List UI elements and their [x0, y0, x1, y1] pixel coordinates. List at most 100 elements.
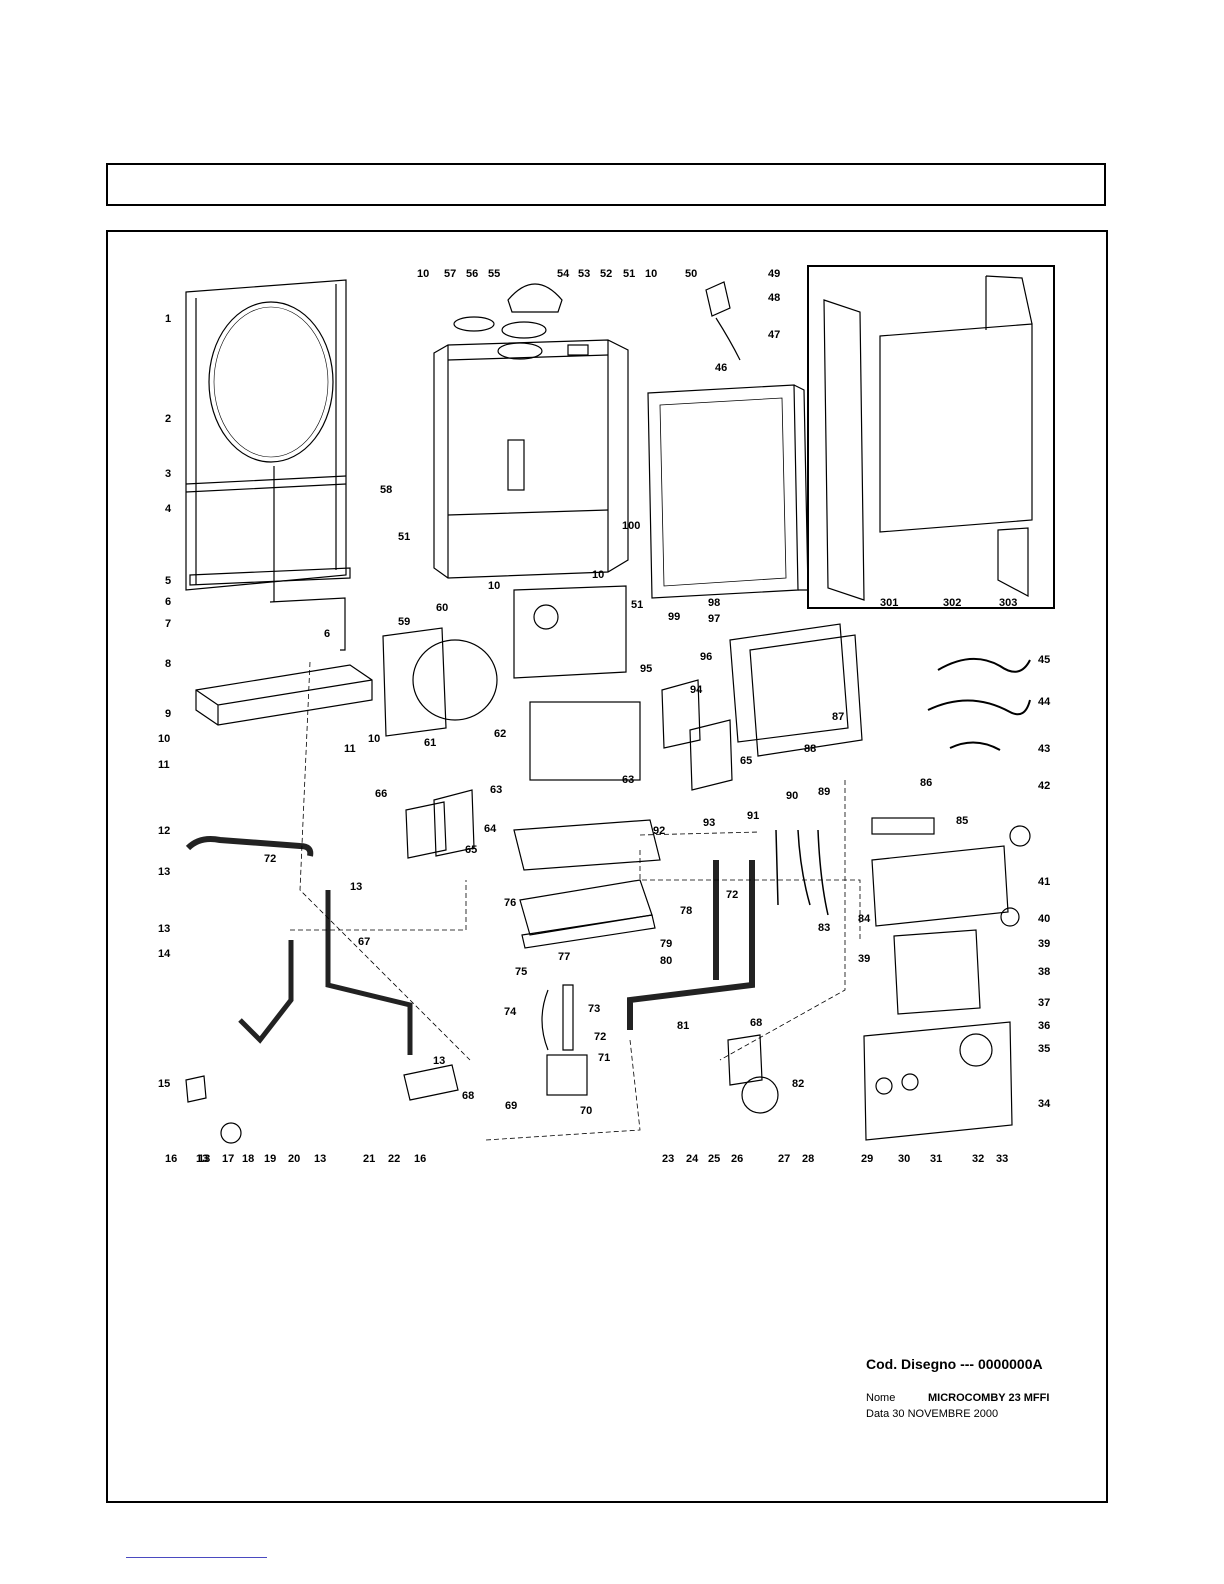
hood-plate	[529, 701, 641, 781]
callout: 95	[640, 663, 652, 675]
callout: 54	[557, 268, 570, 280]
callout: 69	[505, 1100, 517, 1112]
callout: 13	[314, 1153, 326, 1165]
callout: 78	[680, 905, 692, 917]
callout: 13	[158, 923, 170, 935]
date-row: Data 30 NOVEMBRE 2000	[866, 1408, 999, 1420]
callout: 10	[417, 268, 429, 280]
callout: 51	[623, 268, 635, 280]
callout: 94	[690, 684, 703, 696]
callout: 33	[996, 1153, 1008, 1165]
callout: 10	[368, 733, 380, 745]
callout: 17	[222, 1153, 234, 1165]
combustion-chamber	[433, 339, 629, 579]
callout: 63	[490, 784, 502, 796]
callout: 49	[768, 268, 780, 280]
diagram-frame	[106, 230, 1108, 1503]
callout: 82	[792, 1078, 804, 1090]
callout: 89	[818, 786, 830, 798]
callout: 63	[622, 774, 634, 786]
callout: 75	[515, 966, 527, 978]
callout: 87	[832, 711, 844, 723]
callout: 74	[504, 1006, 517, 1018]
gas-valve	[546, 1054, 588, 1096]
callout: 48	[768, 292, 780, 304]
callout: 10	[645, 268, 657, 280]
sealed-front-panel	[647, 384, 799, 599]
callout: 14	[158, 948, 171, 960]
callout: 23	[662, 1153, 674, 1165]
callout: 53	[578, 268, 590, 280]
control-panel	[863, 1021, 1013, 1141]
callout: 9	[165, 708, 171, 720]
callout: 24	[686, 1153, 699, 1165]
callout: 19	[264, 1153, 276, 1165]
callout: 40	[1038, 913, 1050, 925]
callout: 35	[1038, 1043, 1050, 1055]
callout: 27	[778, 1153, 790, 1165]
callout: 47	[768, 329, 780, 341]
callout: 303	[999, 597, 1017, 609]
callout: 16	[165, 1153, 177, 1165]
callout: 72	[594, 1031, 606, 1043]
callout: 72	[726, 889, 738, 901]
callout: 65	[465, 844, 477, 856]
callout: 81	[677, 1020, 689, 1032]
callout: 59	[398, 616, 410, 628]
callout: 11	[158, 759, 170, 771]
callout: 73	[588, 1003, 600, 1015]
callout: 11	[344, 743, 356, 755]
callout: 8	[165, 658, 171, 670]
callout: 83	[818, 922, 830, 934]
callout: 51	[398, 531, 410, 543]
callout: 99	[668, 611, 680, 623]
callout: 91	[747, 810, 759, 822]
header-box	[106, 163, 1106, 206]
drawing-code: Cod. Disegno --- 0000000A	[866, 1356, 1043, 1372]
callout: 64	[484, 823, 497, 835]
callout: 46	[715, 362, 727, 374]
callout: 302	[943, 597, 961, 609]
callout: 10	[592, 569, 604, 581]
callout: 30	[898, 1153, 910, 1165]
callout: 13	[158, 866, 170, 878]
callout: 68	[750, 1017, 762, 1029]
callout: 10	[488, 580, 500, 592]
callout: 36	[1038, 1020, 1050, 1032]
callout: 86	[920, 777, 932, 789]
callout: 58	[380, 484, 392, 496]
callout: 55	[488, 268, 500, 280]
callout: 37	[1038, 997, 1050, 1009]
air-box	[513, 585, 627, 679]
circulation-pump	[741, 1076, 779, 1114]
callout: 41	[1038, 876, 1050, 888]
callout: 39	[1038, 938, 1050, 950]
heat-exchanger	[513, 819, 661, 871]
callout: 100	[622, 520, 640, 532]
front-casing	[879, 323, 1033, 533]
callout: 88	[804, 743, 816, 755]
callout: 43	[1038, 743, 1050, 755]
callout: 68	[462, 1090, 474, 1102]
callout: 13	[196, 1153, 208, 1165]
callout: 45	[1038, 654, 1050, 666]
callout: 51	[631, 599, 643, 611]
callout: 62	[494, 728, 506, 740]
callout: 85	[956, 815, 968, 827]
callout: 98	[708, 597, 720, 609]
callout: 20	[288, 1153, 300, 1165]
callout: 1	[165, 313, 171, 325]
circuit-board	[893, 929, 981, 1015]
callout: 65	[740, 755, 752, 767]
callout: 96	[700, 651, 712, 663]
callout: 7	[165, 618, 171, 630]
callout: 79	[660, 938, 672, 950]
callout: 13	[350, 881, 362, 893]
casing-box	[807, 265, 1055, 609]
callout: 93	[703, 817, 715, 829]
callout: 29	[861, 1153, 873, 1165]
callout: 10	[158, 733, 170, 745]
callout: 38	[1038, 966, 1050, 978]
